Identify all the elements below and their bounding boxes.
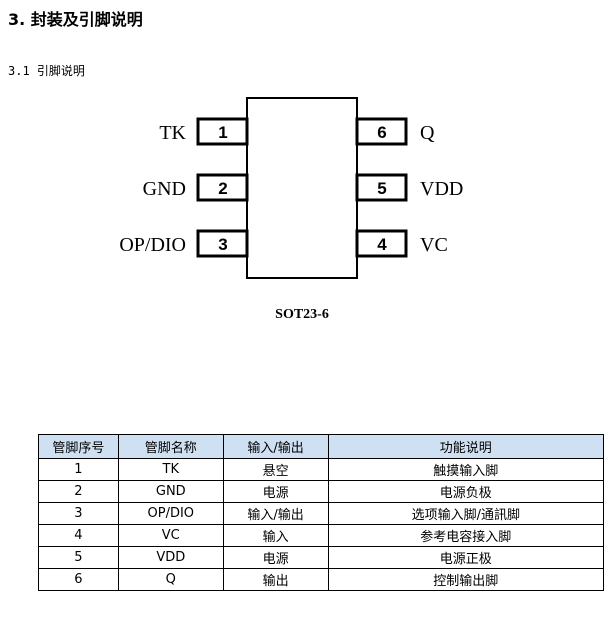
pin-name-2: GND (143, 178, 186, 200)
pin-box-1 (196, 117, 249, 146)
pin-box-6 (355, 117, 408, 146)
pin-number-3: 3 (218, 235, 227, 254)
cell-function: 电源负极 (327, 480, 605, 503)
table-row: 2 GND 电源 电源负极 (38, 480, 605, 503)
section-heading: 3. 封装及引脚说明 (8, 10, 143, 29)
cell-pin-number: 1 (38, 458, 119, 481)
pin-name-1: TK (159, 122, 186, 144)
chip-body (246, 97, 358, 279)
cell-pin-name: OP/DIO (117, 502, 224, 525)
pin-box-5 (355, 173, 408, 202)
cell-direction: 输入 (222, 524, 329, 547)
cell-pin-number: 6 (38, 568, 119, 591)
pin-table: 管脚序号 管脚名称 输入/输出 功能说明 1 TK 悬空 触摸输入脚 2 GND… (38, 434, 605, 591)
table-row: 4 VC 输入 参考电容接入脚 (38, 524, 605, 547)
table-row: 5 VDD 电源 电源正极 (38, 546, 605, 569)
package-name: SOT23-6 (275, 307, 329, 322)
cell-direction: 输出 (222, 568, 329, 591)
table-header-row: 管脚序号 管脚名称 输入/输出 功能说明 (38, 434, 605, 459)
pin-number-1: 1 (218, 123, 227, 142)
pin-name-5: VDD (420, 178, 463, 200)
header-pin-number: 管脚序号 (38, 434, 119, 459)
cell-direction: 悬空 (222, 458, 329, 481)
cell-pin-name: TK (117, 458, 224, 481)
table-row: 1 TK 悬空 触摸输入脚 (38, 458, 605, 481)
cell-direction: 输入/输出 (222, 502, 329, 525)
pinout-diagram: 1 2 3 6 5 4 TK GND OP/DIO Q VDD VC SOT23… (119, 97, 463, 322)
cell-pin-name: VDD (117, 546, 224, 569)
cell-pin-number: 4 (38, 524, 119, 547)
cell-function: 参考电容接入脚 (327, 524, 605, 547)
pin-name-6: Q (420, 122, 435, 144)
pin-name-4: VC (420, 234, 448, 256)
table-row: 6 Q 输出 控制输出脚 (38, 568, 605, 591)
subsection-heading: 3.1 引脚说明 (8, 64, 85, 78)
cell-function: 电源正极 (327, 546, 605, 569)
pin-number-5: 5 (377, 179, 386, 198)
header-direction: 输入/输出 (222, 434, 329, 459)
cell-pin-name: GND (117, 480, 224, 503)
cell-pin-name: VC (117, 524, 224, 547)
header-function: 功能说明 (327, 434, 605, 459)
cell-pin-number: 2 (38, 480, 119, 503)
cell-pin-number: 5 (38, 546, 119, 569)
cell-direction: 电源 (222, 480, 329, 503)
pin-box-4 (355, 229, 408, 258)
cell-direction: 电源 (222, 546, 329, 569)
pin-name-3: OP/DIO (119, 234, 186, 256)
pin-number-6: 6 (377, 123, 386, 142)
pin-box-3 (196, 229, 249, 258)
cell-pin-name: Q (117, 568, 224, 591)
cell-pin-number: 3 (38, 502, 119, 525)
cell-function: 选项输入脚/通訊脚 (327, 502, 605, 525)
table-row: 3 OP/DIO 输入/输出 选项输入脚/通訊脚 (38, 502, 605, 525)
pin-number-2: 2 (218, 179, 227, 198)
cell-function: 触摸输入脚 (327, 458, 605, 481)
pin-number-4: 4 (377, 235, 387, 254)
cell-function: 控制输出脚 (327, 568, 605, 591)
pin-box-2 (196, 173, 249, 202)
header-pin-name: 管脚名称 (117, 434, 224, 459)
